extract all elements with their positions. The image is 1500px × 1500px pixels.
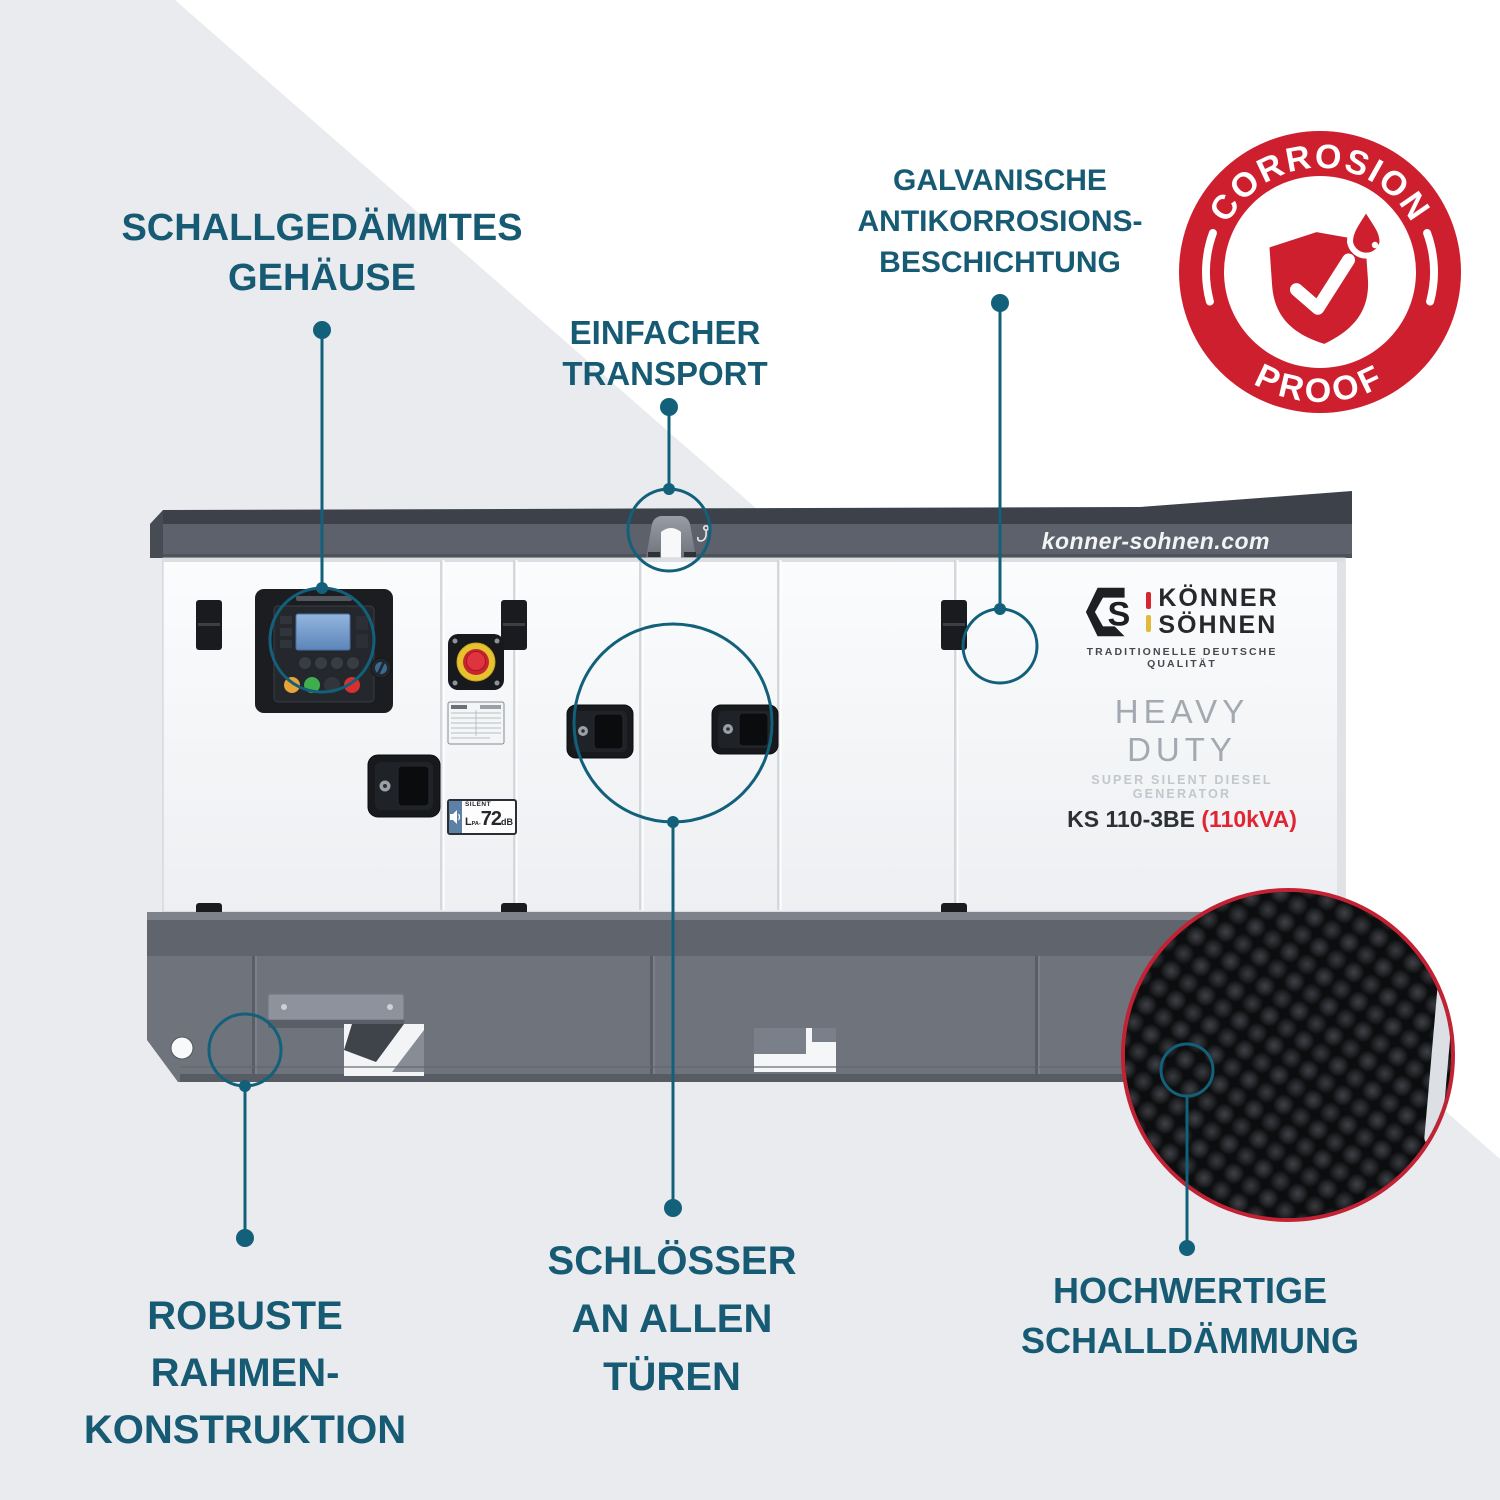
corrosion-proof-badge: CORROSION PROOF: [1179, 131, 1461, 413]
label-line: GALVANISCHE: [893, 164, 1107, 197]
label-line: AN ALLEN: [571, 1297, 773, 1341]
label-line: TRANSPORT: [562, 355, 768, 392]
callout-circle-lifting-lug: [626, 487, 712, 573]
website-url: konner-sohnen.com: [1041, 528, 1270, 554]
label-line: SCHLÖSSER: [547, 1239, 797, 1283]
feature-label-sound-insulation: HOCHWERTIGE SCHALLDÄMMUNG: [1021, 1266, 1359, 1366]
foam-detail-circle: [1121, 888, 1455, 1222]
label-line: HOCHWERTIGE: [1053, 1270, 1327, 1311]
noise-unit: dB: [501, 816, 513, 827]
series-subtitle: SUPER SILENT DIESEL GENERATOR: [1091, 773, 1273, 801]
label-line: KONSTRUKTION: [83, 1408, 407, 1452]
noise-level-label: SILENT L PA- 72 dB: [447, 799, 517, 835]
label-line: ANTIKORROSIONS-: [857, 205, 1143, 238]
label-line: SCHALLDÄMMUNG: [1021, 1320, 1359, 1361]
callout-circle-control-panel: [268, 586, 376, 694]
controller-screen: [295, 613, 351, 651]
model-designation: KS 110-3BE (110kVA): [1062, 806, 1302, 833]
shield-check-icon: [1269, 232, 1368, 344]
label-line: TÜREN: [603, 1355, 741, 1399]
forklift-slot: [344, 1024, 424, 1076]
series-title: HEAVY DUTY: [1114, 693, 1250, 768]
feature-label-robust-frame: ROBUSTE RAHMEN- KONSTRUKTION: [84, 1288, 406, 1459]
label-line: RAHMEN-: [150, 1351, 340, 1395]
speaker-icon: [449, 801, 462, 833]
noise-lpa-l: L: [464, 815, 472, 828]
model-power: (110kVA): [1201, 806, 1297, 832]
svg-text:S: S: [1108, 596, 1131, 634]
noise-title: SILENT: [464, 801, 492, 808]
lifting-lug: [646, 516, 709, 558]
feature-label-soundproof-housing: SCHALLGEDÄMMTES GEHÄUSE: [121, 203, 522, 303]
label-line: GEHÄUSE: [228, 257, 416, 299]
noise-value: 72: [480, 807, 502, 830]
brand-logo: S KÖNNER SÖHNEN: [1062, 583, 1302, 641]
feature-label-easy-transport: EINFACHER TRANSPORT: [562, 312, 767, 394]
callout-circle-foam: [1159, 1042, 1215, 1098]
rating-plate: [447, 701, 505, 745]
logo-flag-dashes: [1146, 592, 1152, 632]
frame-hole: [170, 1036, 194, 1060]
noise-lpa-sub: PA-: [471, 820, 481, 827]
ks-logo-icon: S: [1086, 587, 1131, 637]
emergency-stop-button: [448, 634, 504, 690]
brand-panel: S KÖNNER SÖHNEN TRADITIONELLE DEUTSCHE Q…: [1062, 583, 1302, 833]
label-line: BESCHICHTUNG: [879, 246, 1121, 279]
label-line: ROBUSTE: [147, 1294, 343, 1338]
callout-circle-door-locks: [572, 622, 774, 824]
label-line: SCHALLGEDÄMMTES: [121, 207, 523, 249]
crane-hook-icon: [697, 524, 709, 542]
brand-tagline: TRADITIONELLE DEUTSCHE QUALITÄT: [1086, 646, 1278, 670]
water-drop-icon: [1347, 205, 1386, 259]
door-latch: [367, 704, 779, 818]
frame-bracket: [267, 993, 405, 1028]
feature-label-galvanic-coating: GALVANISCHE ANTIKORROSIONS- BESCHICHTUNG: [858, 160, 1143, 283]
key-switch: [370, 657, 392, 679]
brand-name-line1: KÖNNER: [1158, 584, 1279, 612]
generator-roof: [150, 491, 1352, 558]
feature-label-door-locks: SCHLÖSSER AN ALLEN TÜREN: [548, 1232, 797, 1406]
brand-name: KÖNNER SÖHNEN: [1158, 585, 1278, 639]
brand-name-line2: SÖHNEN: [1158, 611, 1278, 639]
model-name: KS 110-3BE: [1067, 806, 1195, 832]
callout-circle-coating: [961, 607, 1039, 685]
callout-circle-frame: [207, 1012, 283, 1088]
label-line: EINFACHER: [569, 314, 761, 351]
frame-slot: [754, 1028, 836, 1072]
